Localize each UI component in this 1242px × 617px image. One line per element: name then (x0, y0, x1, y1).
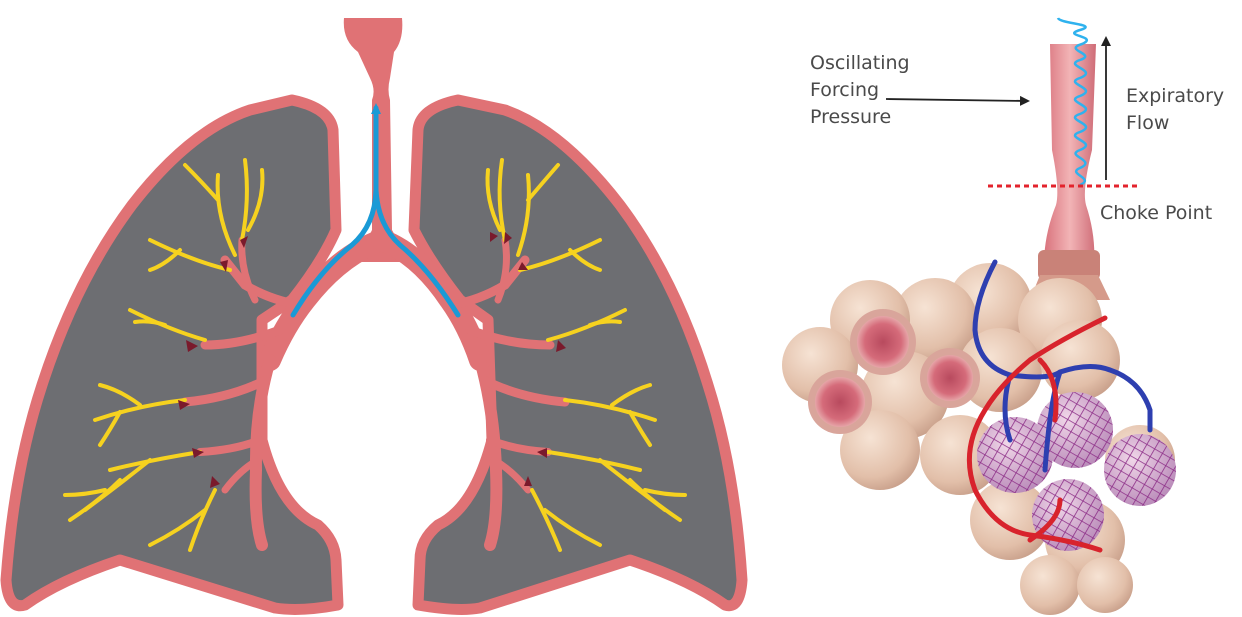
airway-tube-icon (1044, 44, 1096, 265)
expiratory-flow-label-2: Flow (1126, 112, 1169, 134)
choke-point-label: Choke Point (1100, 202, 1212, 224)
forcing-pressure-arrow (886, 99, 1028, 101)
expiratory-flow-label-1: Expiratory (1126, 85, 1224, 107)
alveoli-icon: Oscillating Forcing Pressure Expiratory … (782, 18, 1224, 615)
oscillating-forcing-pressure-label-2: Forcing (810, 79, 879, 101)
oscillating-forcing-pressure-label-3: Pressure (810, 106, 891, 128)
lungs-icon (6, 18, 742, 609)
oscillating-forcing-pressure-label-1: Oscillating (810, 52, 910, 74)
